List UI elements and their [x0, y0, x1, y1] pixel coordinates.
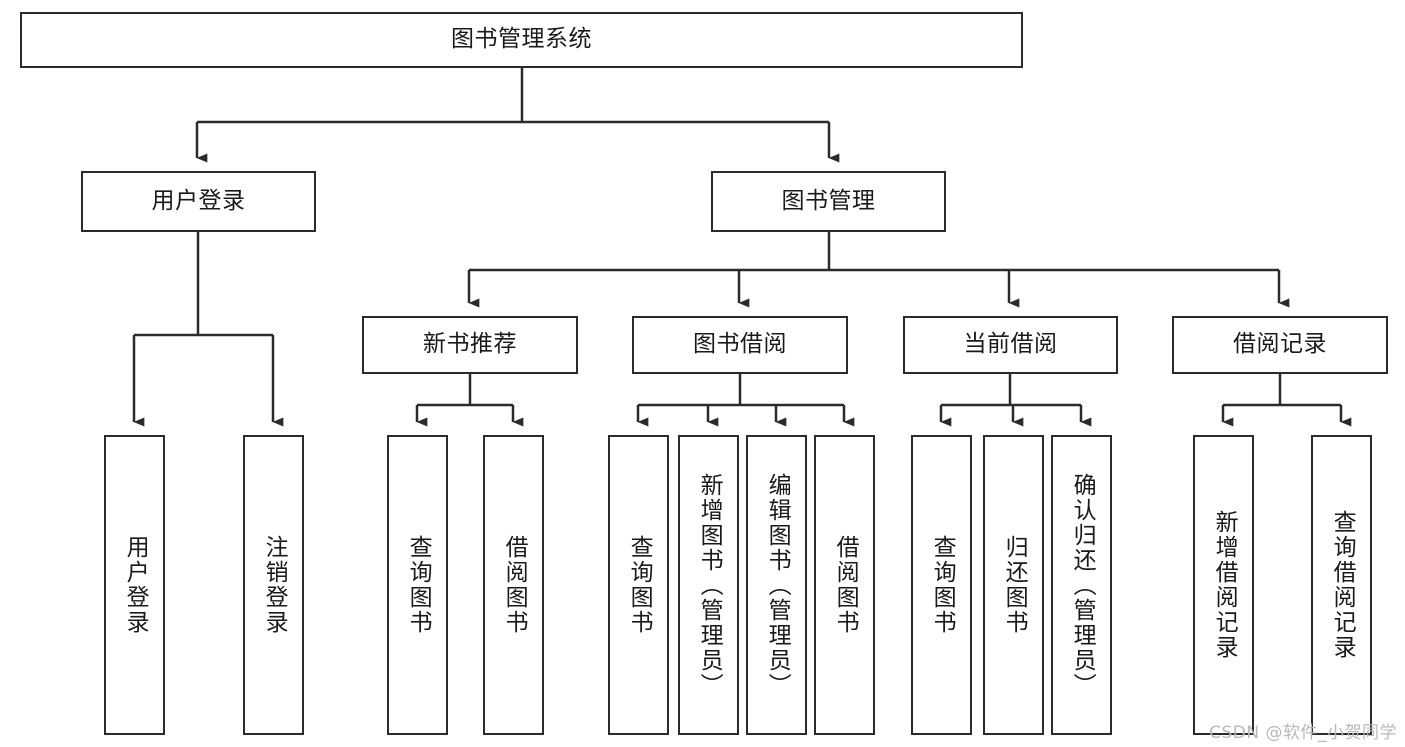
leaf-return-books-label: 归还图书 — [1001, 535, 1028, 635]
leaf-borrow-books-borrow[interactable]: 借阅图书 — [814, 435, 875, 735]
node-user-login-label: 用户登录 — [151, 187, 246, 214]
node-book-management-label: 图书管理 — [781, 187, 876, 214]
connector-newbooks-to-leaves — [415, 374, 524, 427]
connector-root-to-level2 — [195, 68, 840, 163]
node-book-borrow-label: 图书借阅 — [693, 331, 787, 358]
leaf-confirm-return-admin-label: 确认归还（管理员） — [1069, 472, 1096, 698]
connector-records-to-leaves — [1221, 374, 1352, 427]
leaf-query-books-recommend-label: 查询图书 — [405, 535, 432, 635]
leaf-user-logout-label: 注销登录 — [261, 535, 288, 635]
node-new-book-recommend-label: 新书推荐 — [423, 331, 517, 358]
leaf-add-borrow-record-label: 新增借阅记录 — [1211, 510, 1238, 660]
node-book-management[interactable]: 图书管理 — [711, 171, 946, 232]
leaf-edit-book-admin[interactable]: 编辑图书（管理员） — [746, 435, 807, 735]
node-borrow-records-label: 借阅记录 — [1233, 331, 1327, 358]
node-new-book-recommend[interactable]: 新书推荐 — [362, 316, 578, 374]
node-root[interactable]: 图书管理系统 — [20, 12, 1023, 68]
leaf-borrow-books-recommend-label: 借阅图书 — [501, 535, 528, 635]
leaf-add-book-admin-label: 新增图书（管理员） — [696, 472, 723, 698]
leaf-user-login-label: 用户登录 — [122, 535, 149, 635]
leaf-query-books-current[interactable]: 查询图书 — [911, 435, 972, 735]
connector-borrow-to-leaves — [636, 374, 855, 427]
leaf-borrow-books-borrow-label: 借阅图书 — [832, 535, 859, 635]
leaf-query-books-recommend[interactable]: 查询图书 — [387, 435, 448, 735]
leaf-user-login[interactable]: 用户登录 — [104, 435, 165, 735]
leaf-query-books-current-label: 查询图书 — [929, 535, 956, 635]
leaf-confirm-return-admin[interactable]: 确认归还（管理员） — [1051, 435, 1112, 735]
node-current-borrow-label: 当前借阅 — [963, 331, 1058, 358]
node-user-login[interactable]: 用户登录 — [81, 171, 316, 232]
leaf-return-books[interactable]: 归还图书 — [983, 435, 1044, 735]
leaf-edit-book-admin-label: 编辑图书（管理员） — [764, 472, 791, 698]
node-current-borrow[interactable]: 当前借阅 — [903, 316, 1118, 374]
connector-userlogin-to-leaves — [132, 232, 284, 427]
leaf-query-books-borrow-label: 查询图书 — [626, 535, 653, 635]
leaf-add-book-admin[interactable]: 新增图书（管理员） — [678, 435, 739, 735]
leaf-query-borrow-record-label: 查询借阅记录 — [1329, 510, 1356, 660]
leaf-query-borrow-record[interactable]: 查询借阅记录 — [1311, 435, 1372, 735]
leaf-add-borrow-record[interactable]: 新增借阅记录 — [1193, 435, 1254, 735]
connector-bookmgmt-to-level3 — [467, 232, 1290, 308]
leaf-borrow-books-recommend[interactable]: 借阅图书 — [483, 435, 544, 735]
leaf-user-logout[interactable]: 注销登录 — [243, 435, 304, 735]
leaf-query-books-borrow[interactable]: 查询图书 — [608, 435, 669, 735]
node-root-label: 图书管理系统 — [451, 26, 592, 53]
node-book-borrow[interactable]: 图书借阅 — [632, 316, 848, 374]
node-borrow-records[interactable]: 借阅记录 — [1172, 316, 1388, 374]
connector-current-to-leaves — [939, 374, 1092, 427]
